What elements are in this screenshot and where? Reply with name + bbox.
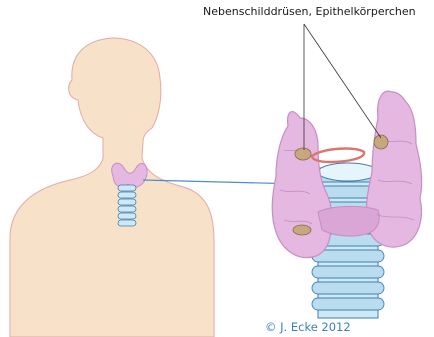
parathyroid-upper-right — [374, 135, 388, 149]
parathyroid-callout-label: Nebenschilddrüsen, Epithelkörperchen — [203, 5, 416, 18]
parathyroid-upper-left — [295, 148, 311, 160]
human-silhouette — [10, 38, 214, 337]
thyroid-isthmus — [318, 206, 379, 236]
recurrent-nerve — [312, 149, 364, 162]
thyroid-illustration — [272, 24, 421, 318]
human-silhouette-figure — [10, 38, 214, 337]
callout-line-right — [304, 24, 381, 138]
copyright-text: © J. Ecke 2012 — [265, 320, 351, 334]
thyroid-left-lobe — [272, 112, 331, 258]
parathyroid-lower-left — [293, 225, 311, 235]
